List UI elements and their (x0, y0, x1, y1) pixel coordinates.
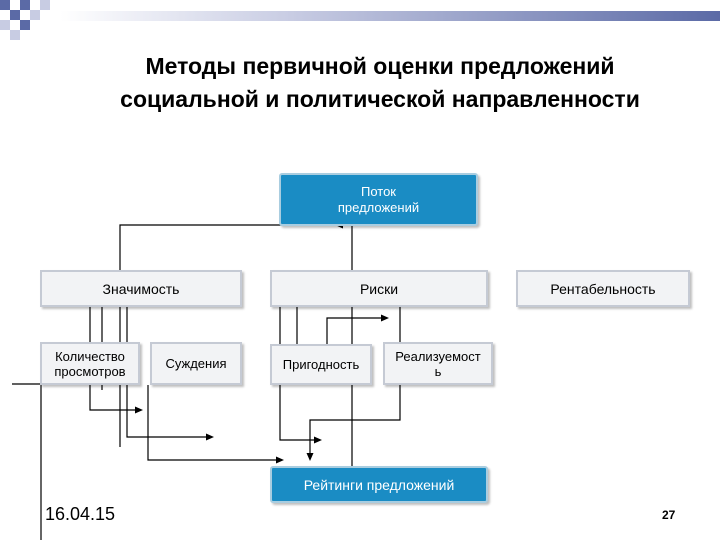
suitability-box: Пригодность (270, 344, 372, 385)
title-line-2: социальной и политической направленности (120, 86, 640, 112)
views-count-box: Количество просмотров (40, 342, 140, 385)
top-gradient-bar (60, 11, 720, 21)
slide-date: 16.04.15 (45, 504, 116, 524)
corner-decoration (0, 0, 60, 45)
feasibility-line-2: ь (434, 363, 442, 379)
flow-line-1: Поток (360, 183, 396, 199)
page-number: 27 (662, 508, 676, 522)
judgments-label: Суждения (165, 356, 227, 371)
title-line-1: Методы первичной оценки предложений (145, 53, 615, 79)
ratings-label: Рейтинги предложений (303, 476, 455, 493)
flow-box: Поток предложений (279, 173, 478, 226)
feasibility-box: Реализуемост ь (383, 342, 493, 385)
slide-title: Методы первичной оценки предложений соци… (40, 50, 720, 116)
profitability-label: Рентабельность (550, 280, 656, 297)
views-count-line-1: Количество (55, 348, 125, 364)
ratings-box: Рейтинги предложений (270, 466, 488, 503)
risks-box: Риски (270, 270, 488, 307)
suitability-label: Пригодность (282, 357, 360, 372)
views-count-line-2: просмотров (54, 363, 126, 379)
judgments-box: Суждения (150, 342, 242, 385)
flow-line-2: предложений (337, 199, 420, 215)
risks-label: Риски (359, 280, 399, 297)
profitability-box: Рентабельность (516, 270, 690, 307)
significance-box: Значимость (40, 270, 242, 307)
significance-label: Значимость (102, 280, 180, 297)
feasibility-line-1: Реализуемост (395, 348, 481, 364)
